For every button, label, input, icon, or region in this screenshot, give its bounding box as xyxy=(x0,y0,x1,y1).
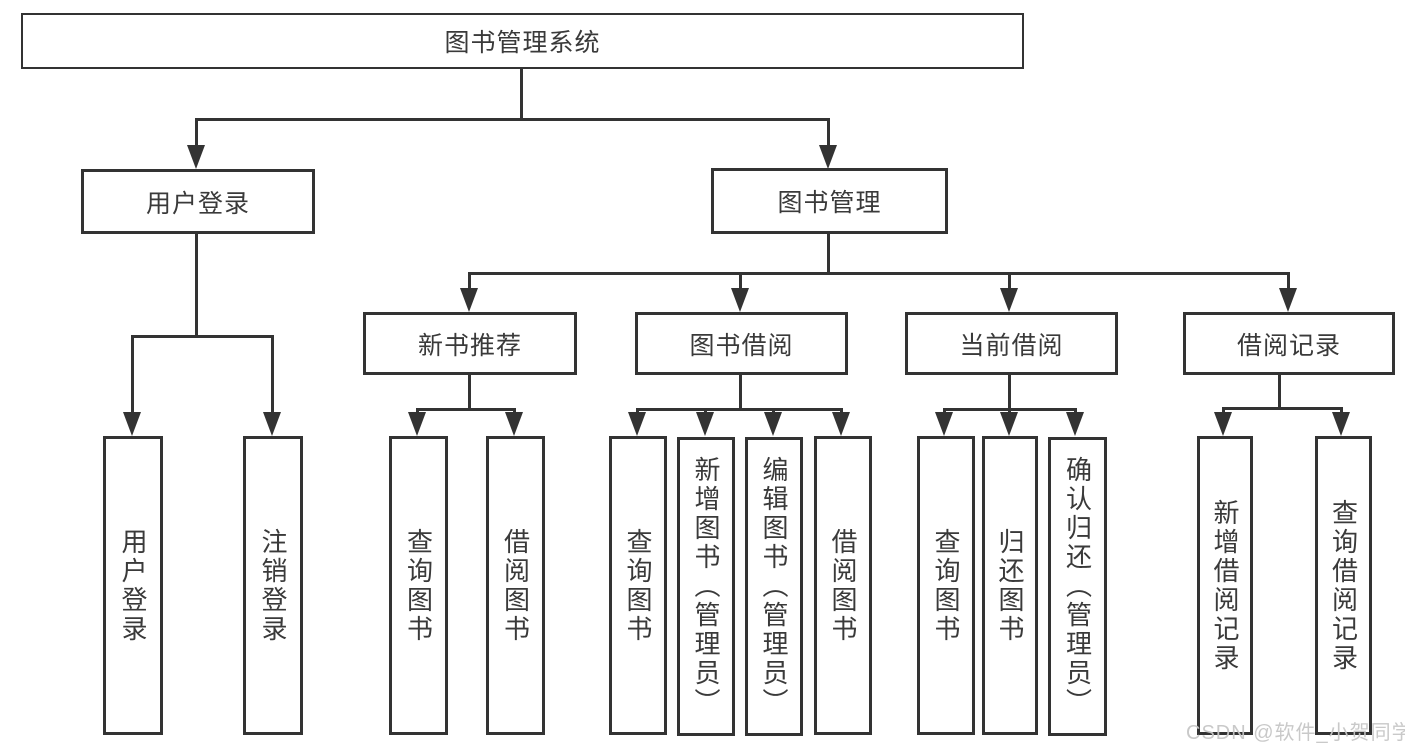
node-user-login-label: 用户登录 xyxy=(145,189,250,218)
leaf-records-add: 新增借阅记录 xyxy=(1197,436,1253,735)
leaf-borrow-add-label: 新增图书（管理员） xyxy=(691,456,722,717)
node-root: 图书管理系统 xyxy=(21,13,1024,69)
arrow-current-leaf-2 xyxy=(1000,408,1018,436)
node-new-book: 新书推荐 xyxy=(363,312,577,375)
leaf-user-logout: 注销登录 xyxy=(243,436,303,735)
leaf-new-book-query-label: 查询图书 xyxy=(403,527,434,644)
leaf-borrow-query-label: 查询图书 xyxy=(623,527,654,644)
connector-user-login-bus xyxy=(132,335,274,338)
leaf-current-query-label: 查询图书 xyxy=(931,527,962,644)
arrow-to-leaf-login xyxy=(123,335,141,436)
connector-new-book-stem xyxy=(468,375,471,408)
connector-book-mgmt-bus xyxy=(468,272,1290,275)
leaf-current-return-label: 归还图书 xyxy=(995,527,1026,644)
arrow-current-leaf-3 xyxy=(1066,408,1084,436)
arrow-borrow-leaf-2 xyxy=(696,408,714,436)
node-borrow-label: 图书借阅 xyxy=(689,331,794,360)
leaf-borrow-borrow-label: 借阅图书 xyxy=(828,527,859,644)
connector-new-book-bus xyxy=(417,408,516,411)
leaf-user-logout-label: 注销登录 xyxy=(258,527,289,644)
connector-borrow-bus xyxy=(636,408,843,411)
leaf-records-add-label: 新增借阅记录 xyxy=(1210,498,1241,673)
arrow-records-leaf-1 xyxy=(1214,407,1232,436)
leaf-new-book-query: 查询图书 xyxy=(389,436,448,735)
node-current-label: 当前借阅 xyxy=(959,331,1064,360)
connector-root-stem xyxy=(520,69,523,118)
leaf-records-query: 查询借阅记录 xyxy=(1315,436,1372,735)
arrow-to-new-book xyxy=(460,272,478,312)
leaf-current-return: 归还图书 xyxy=(982,436,1038,735)
arrow-records-leaf-2 xyxy=(1332,407,1350,436)
leaf-borrow-borrow: 借阅图书 xyxy=(814,436,872,735)
leaf-current-confirm: 确认归还（管理员） xyxy=(1048,437,1107,736)
leaf-new-book-borrow-label: 借阅图书 xyxy=(500,527,531,644)
arrow-to-book-mgmt xyxy=(819,118,837,169)
leaf-borrow-edit: 编辑图书（管理员） xyxy=(745,437,803,736)
leaf-records-query-label: 查询借阅记录 xyxy=(1328,498,1359,673)
leaf-borrow-edit-label: 编辑图书（管理员） xyxy=(759,456,790,717)
connector-current-stem xyxy=(1008,375,1011,408)
connector-root-bus xyxy=(196,118,830,121)
connector-records-bus xyxy=(1223,407,1343,410)
leaf-borrow-add: 新增图书（管理员） xyxy=(677,437,735,736)
arrow-new-book-leaf-1 xyxy=(408,408,426,436)
node-new-book-label: 新书推荐 xyxy=(417,331,522,360)
node-current: 当前借阅 xyxy=(905,312,1118,375)
node-borrow: 图书借阅 xyxy=(635,312,848,375)
node-records-label: 借阅记录 xyxy=(1236,331,1341,360)
leaf-user-login: 用户登录 xyxy=(103,436,163,735)
node-book-mgmt-label: 图书管理 xyxy=(777,189,882,217)
node-records: 借阅记录 xyxy=(1183,312,1395,375)
arrow-to-user-login xyxy=(187,118,205,169)
leaf-current-confirm-label: 确认归还（管理员） xyxy=(1062,456,1093,717)
connector-book-mgmt-stem xyxy=(827,234,830,272)
node-user-login: 用户登录 xyxy=(81,169,315,234)
node-book-mgmt: 图书管理 xyxy=(711,168,948,234)
connector-records-stem xyxy=(1278,375,1281,407)
leaf-current-query: 查询图书 xyxy=(917,436,975,735)
leaf-user-login-label: 用户登录 xyxy=(118,527,149,644)
arrow-new-book-leaf-2 xyxy=(505,408,523,436)
arrow-to-borrow xyxy=(731,272,749,312)
arrow-to-current xyxy=(1000,272,1018,312)
arrow-to-records xyxy=(1279,272,1297,312)
arrow-borrow-leaf-4 xyxy=(832,408,850,436)
arrow-current-leaf-1 xyxy=(935,408,953,436)
connector-user-login-stem xyxy=(195,234,198,335)
arrow-to-leaf-logout xyxy=(263,335,281,436)
connector-borrow-stem xyxy=(739,375,742,408)
leaf-borrow-query: 查询图书 xyxy=(609,436,667,735)
arrow-borrow-leaf-3 xyxy=(764,408,782,436)
node-root-label: 图书管理系统 xyxy=(444,29,601,57)
leaf-new-book-borrow: 借阅图书 xyxy=(486,436,545,735)
csdn-watermark: CSDN @软件_小贺同学 xyxy=(1186,722,1405,744)
arrow-borrow-leaf-1 xyxy=(628,408,646,436)
